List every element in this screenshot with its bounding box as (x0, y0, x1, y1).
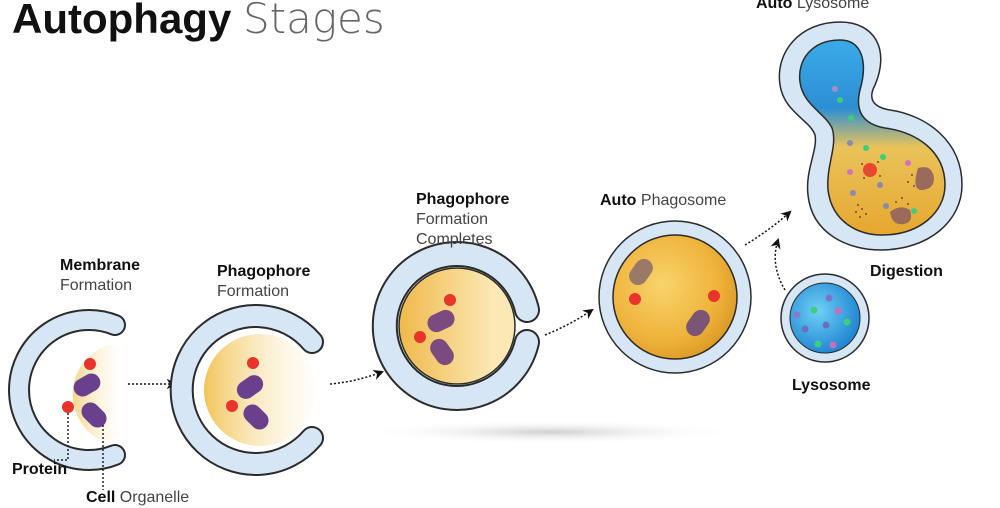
protein (414, 331, 426, 343)
arrow-2 (329, 369, 384, 385)
organelle (686, 309, 710, 337)
title-bold: Autophagy (12, 0, 232, 42)
autolysosome (778, 21, 963, 251)
stage-phagophore-completes (371, 241, 540, 411)
stage-label-autophagosome: Auto Phagosome (600, 191, 726, 211)
stage-label-light: Phagosome (640, 192, 727, 209)
protein (247, 357, 259, 369)
arrow-5 (770, 237, 786, 291)
stage-label-light: Lysosome (796, 0, 870, 12)
title-light: Stages (242, 0, 385, 43)
diagram-title: Autophagy Stages (12, 0, 385, 43)
digested-protein (863, 163, 877, 177)
organelle (73, 373, 101, 397)
label-cell-organelle: Cell Organelle (86, 488, 189, 508)
organelle (236, 375, 264, 399)
stage-label-bold: Membrane (60, 257, 141, 274)
stage-label-autolysosome: Auto Lysosome (756, 0, 869, 14)
stage-label-membrane-formation: Membrane Formation (60, 256, 140, 296)
stage-label-light: Formation (416, 211, 489, 228)
lysosome (780, 273, 870, 363)
stage-label-light: Completes (416, 231, 493, 248)
label-digestion: Digestion (870, 263, 943, 280)
stage-label-bold: Phagophore (416, 191, 510, 208)
label-light: Organelle (119, 489, 190, 506)
stage-membrane-formation (8, 309, 126, 490)
stage-label-light: Formation (217, 283, 290, 300)
organelle (81, 402, 107, 428)
organelle (243, 404, 269, 430)
stage-label-bold: Phagophore (217, 263, 311, 280)
stage-phagophore-formation (169, 304, 324, 476)
protein (708, 290, 720, 302)
stage-label-bold: Auto (756, 0, 793, 12)
protein (84, 358, 96, 370)
protein (62, 401, 74, 413)
stage-label-phagophore-formation: Phagophore Formation (217, 262, 310, 302)
protein (629, 293, 641, 305)
organelle (629, 258, 653, 286)
label-bold: Cell (86, 489, 116, 506)
arrow-4 (744, 210, 792, 246)
organelle (427, 309, 455, 333)
label-lysosome: Lysosome (792, 377, 871, 394)
stage-label-bold: Auto (600, 192, 637, 209)
stage-label-light: Formation (60, 277, 133, 294)
label-protein: Protein (12, 461, 68, 478)
floor-shadow (360, 420, 740, 444)
protein (444, 294, 456, 306)
stage-label-phagophore-completes: Phagophore Formation Completes (416, 190, 509, 250)
protein (226, 400, 238, 412)
organelle (430, 338, 454, 366)
arrow-3 (544, 308, 594, 336)
stage-autophagosome (598, 220, 752, 374)
